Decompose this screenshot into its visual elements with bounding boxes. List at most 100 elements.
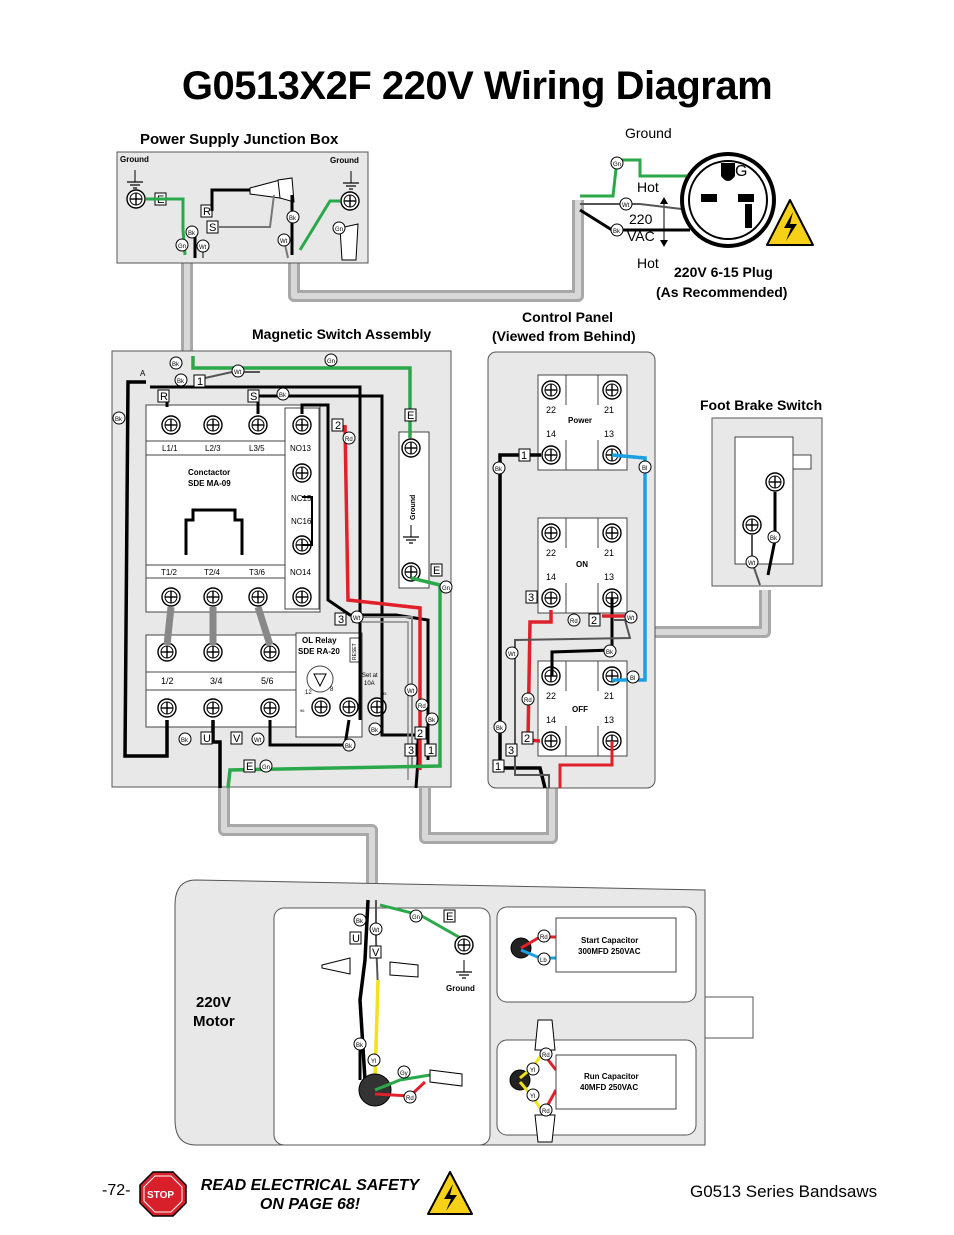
svg-text:Gn: Gn — [178, 244, 186, 250]
svg-text:Rd: Rd — [542, 1109, 550, 1115]
svg-text:Bk: Bk — [613, 229, 621, 235]
svg-text:Conctactor: Conctactor — [188, 468, 230, 477]
svg-text:R: R — [203, 206, 211, 218]
svg-text:E: E — [246, 761, 253, 773]
svg-text:E: E — [433, 565, 440, 577]
svg-text:Gn: Gn — [262, 765, 270, 771]
svg-text:Run Capacitor: Run Capacitor — [584, 1072, 639, 1081]
svg-text:Wt: Wt — [254, 738, 262, 744]
svg-text:T1/2: T1/2 — [161, 568, 178, 577]
series-name: G0513 Series Bandsaws — [690, 1182, 878, 1201]
svg-text:Bk: Bk — [177, 379, 185, 385]
svg-text:Bk: Bk — [371, 728, 379, 734]
svg-text:14: 14 — [546, 715, 556, 725]
svg-text:Wt: Wt — [199, 245, 207, 251]
svg-text:Wt: Wt — [508, 652, 516, 658]
svg-text:Bk: Bk — [606, 650, 614, 656]
svg-text:5/6: 5/6 — [261, 676, 274, 686]
svg-text:VAC: VAC — [627, 228, 655, 244]
plug-6-15: Ground Hot Hot 220 VAC Gn Wt Bk G 220V 6… — [579, 125, 814, 300]
svg-text:Bk: Bk — [115, 417, 123, 423]
svg-text:L3/5: L3/5 — [249, 444, 265, 453]
svg-text:Bk: Bk — [289, 216, 297, 222]
svg-text:T2/4: T2/4 — [204, 568, 221, 577]
svg-text:Wt: Wt — [280, 239, 288, 245]
svg-text:21: 21 — [604, 691, 614, 701]
svg-text:E: E — [446, 911, 453, 923]
svg-text:Rd: Rd — [524, 698, 532, 704]
svg-text:Rd: Rd — [570, 619, 578, 625]
foot-brake-switch: Foot Brake Switch Bk Wt — [700, 397, 823, 587]
svg-text:Bk: Bk — [495, 467, 503, 473]
svg-text:Wt: Wt — [622, 203, 630, 209]
svg-text:S: S — [250, 391, 257, 403]
svg-text:RESET: RESET — [352, 643, 358, 660]
svg-text:1/2: 1/2 — [161, 676, 174, 686]
plug-caption: 220V 6-15 Plug — [674, 264, 773, 280]
svg-text:NC16: NC16 — [291, 517, 312, 526]
svg-text:Rd: Rd — [418, 704, 426, 710]
svg-text:L2/3: L2/3 — [205, 444, 221, 453]
svg-text:V: V — [233, 733, 241, 745]
svg-text:96: 96 — [300, 708, 305, 713]
svg-text:22: 22 — [546, 405, 556, 415]
svg-text:S: S — [209, 222, 216, 234]
svg-text:NC15: NC15 — [291, 494, 312, 503]
svg-text:U: U — [203, 733, 211, 745]
svg-text:Bl: Bl — [642, 466, 647, 472]
svg-text:Power: Power — [568, 416, 592, 425]
svg-text:Rd: Rd — [345, 437, 353, 443]
svg-text:95: 95 — [382, 691, 387, 696]
svg-text:1: 1 — [521, 450, 527, 462]
svg-text:1: 1 — [428, 745, 434, 757]
high-voltage-icon — [427, 1171, 473, 1215]
svg-text:V: V — [372, 947, 380, 959]
svg-text:Rd: Rd — [540, 935, 548, 941]
svg-text:Yl: Yl — [530, 1094, 535, 1100]
svg-text:ON: ON — [576, 560, 588, 569]
svg-text:13: 13 — [604, 572, 614, 582]
junction-box-label: Power Supply Junction Box — [140, 131, 339, 148]
svg-text:14: 14 — [546, 429, 556, 439]
foot-brake-label: Foot Brake Switch — [700, 397, 822, 413]
svg-text:E: E — [407, 410, 414, 422]
svg-text:22: 22 — [546, 691, 556, 701]
magnetic-switch-assembly: Magnetic Switch Assembly A L1/1 L2/3 L3/… — [111, 326, 453, 789]
svg-text:21: 21 — [604, 405, 614, 415]
safety-warning: READ ELECTRICAL SAFETY ON PAGE 68! — [200, 1177, 420, 1213]
svg-text:Bk: Bk — [181, 738, 189, 744]
svg-text:1: 1 — [197, 376, 203, 388]
svg-text:NO13: NO13 — [290, 444, 311, 453]
svg-text:Gn: Gn — [335, 227, 343, 233]
svg-text:21: 21 — [604, 548, 614, 558]
svg-text:Wt: Wt — [353, 616, 361, 622]
control-panel-label: (Viewed from Behind) — [492, 328, 636, 344]
svg-text:Gy: Gy — [400, 1071, 408, 1077]
hot-label: Hot — [637, 179, 659, 195]
svg-text:10A: 10A — [364, 681, 375, 687]
svg-text:Rd: Rd — [406, 1096, 414, 1102]
svg-text:2: 2 — [524, 733, 530, 745]
svg-text:Set at: Set at — [362, 673, 378, 679]
ground-label: Ground — [330, 156, 359, 165]
magnetic-switch-label: Magnetic Switch Assembly — [252, 326, 431, 342]
svg-text:1: 1 — [495, 761, 501, 773]
svg-text:SDE RA-20: SDE RA-20 — [298, 647, 340, 656]
svg-text:Gn: Gn — [442, 586, 450, 592]
svg-text:Bk: Bk — [172, 362, 180, 368]
svg-text:Rd: Rd — [542, 1053, 550, 1059]
svg-text:Bk: Bk — [770, 536, 778, 542]
svg-text:T3/6: T3/6 — [249, 568, 266, 577]
page-number: -72- — [102, 1182, 131, 1199]
svg-text:3: 3 — [408, 745, 414, 757]
svg-text:R: R — [160, 391, 168, 403]
svg-text:Wt: Wt — [407, 689, 415, 695]
control-panel-label: Control Panel — [522, 309, 613, 325]
svg-text:2: 2 — [335, 420, 341, 432]
svg-text:13: 13 — [604, 429, 614, 439]
svg-text:3: 3 — [508, 745, 514, 757]
g-label: G — [735, 163, 747, 180]
svg-text:8: 8 — [330, 687, 334, 693]
